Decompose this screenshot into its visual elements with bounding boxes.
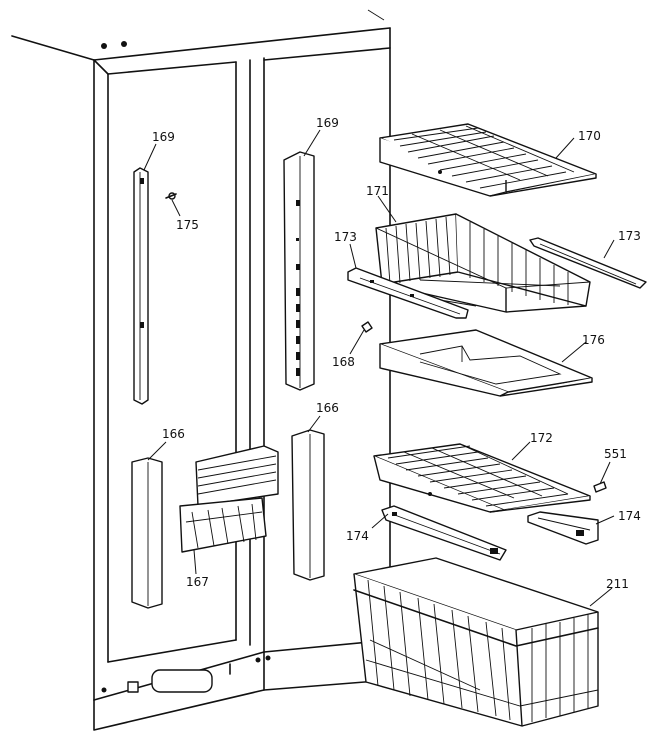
callout-169-right: 169 — [316, 116, 339, 130]
callout-168: 168 — [332, 355, 355, 369]
callout-167: 167 — [186, 575, 209, 589]
callout-171: 171 — [366, 184, 389, 198]
callout-166-right: 166 — [316, 401, 339, 415]
callout-173-left: 173 — [334, 230, 357, 244]
callout-169-left: 169 — [152, 130, 175, 144]
air-duct-cover-167 — [179, 445, 279, 553]
screw-175 — [165, 192, 177, 200]
wire-shelf-170 — [379, 123, 597, 197]
callout-551: 551 — [604, 447, 627, 461]
shelf-rail-right — [283, 151, 315, 391]
basket-slide-left-174 — [381, 505, 507, 561]
callout-170: 170 — [578, 129, 601, 143]
callout-174-left: 174 — [346, 529, 369, 543]
callout-174-right: 174 — [618, 509, 641, 523]
shelf-frame-176 — [379, 329, 593, 397]
shelf-rail-left — [133, 167, 149, 405]
freezer-rail-left-166 — [131, 457, 163, 609]
freezer-rail-right-166 — [291, 429, 325, 581]
callout-211: 211 — [606, 577, 629, 591]
wire-shelf-172 — [373, 443, 591, 513]
basket-slide-right-174 — [527, 511, 599, 545]
callout-173-right: 173 — [618, 229, 641, 243]
callout-172: 172 — [530, 431, 553, 445]
callout-175: 175 — [176, 218, 199, 232]
shelf-support-right-173 — [529, 237, 647, 289]
freezer-basket-211 — [353, 557, 599, 727]
clip-168 — [361, 321, 373, 333]
callout-166-left: 166 — [162, 427, 185, 441]
callout-leaders — [143, 129, 615, 607]
callout-176: 176 — [582, 333, 605, 347]
callout-labels: 169 175 169 170 171 173 173 168 176 166 … — [152, 116, 641, 591]
